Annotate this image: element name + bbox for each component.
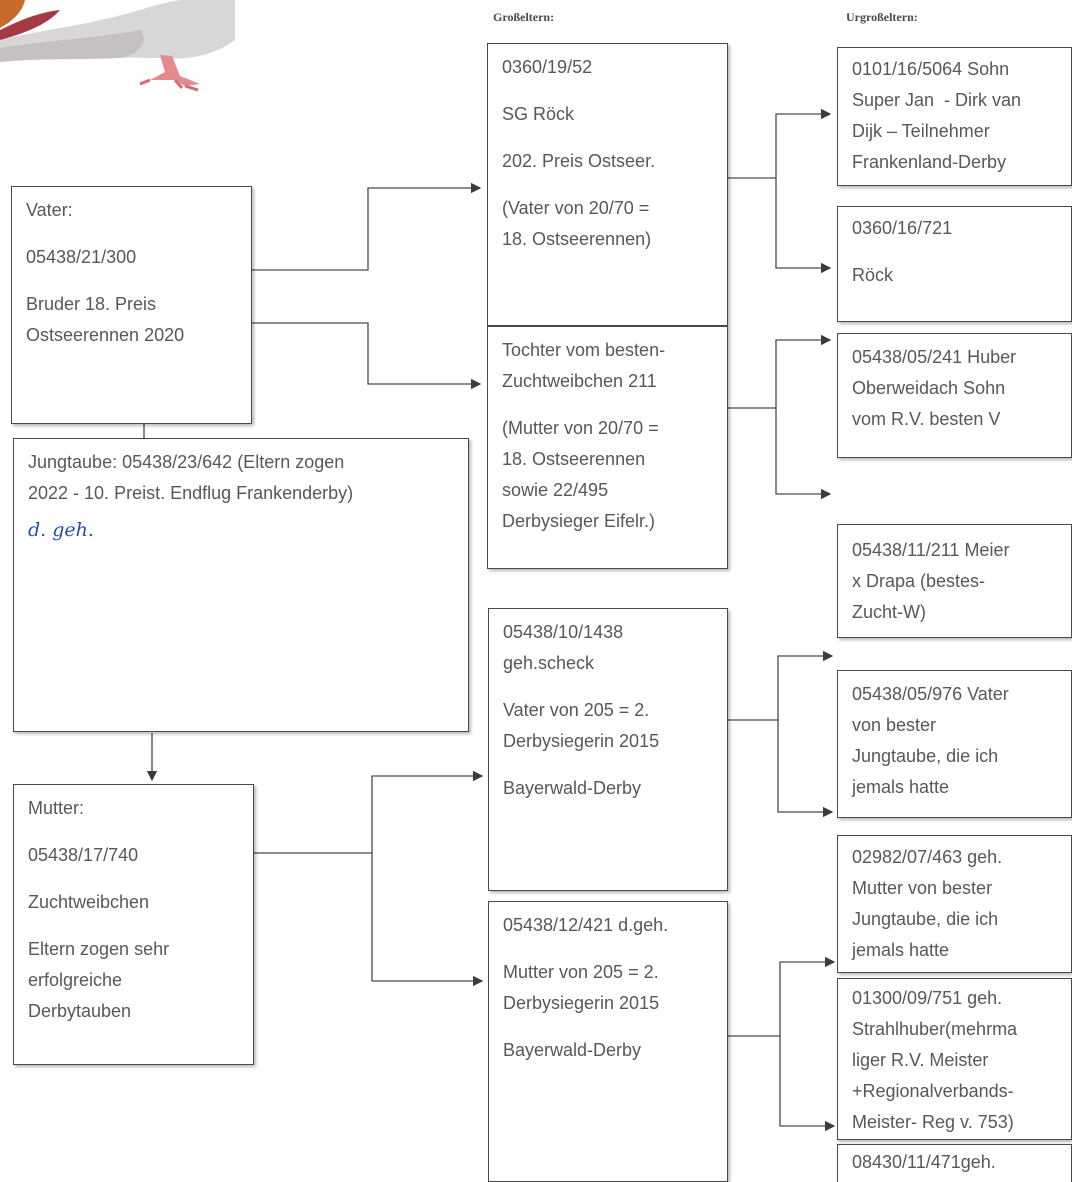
ggp-ring: 0360/16/721 bbox=[852, 218, 953, 238]
father-box: Vater: 05438/21/300 Bruder 18. Preis Ost… bbox=[11, 186, 252, 424]
young-pigeon-box: Jungtaube: 05438/23/642 (Eltern zogen 20… bbox=[13, 438, 469, 732]
ggp-line: Meister- Reg v. 753) bbox=[852, 1112, 1014, 1132]
ggp-line: Mutter von bester bbox=[852, 878, 993, 898]
gp-note-line: Derbysiegerin 2015 bbox=[503, 993, 660, 1013]
header-grandparents: Großeltern: bbox=[493, 10, 555, 24]
great-grandparent-box-7: 01300/09/751 geh. Strahlhuber(mehrma lig… bbox=[837, 978, 1072, 1140]
father-note-line: Ostseerennen 2020 bbox=[26, 325, 185, 345]
gp-note-line: 18. Ostseerennen bbox=[502, 449, 646, 469]
gp-line: geh.scheck bbox=[503, 653, 595, 673]
mother-note-line: erfolgreiche bbox=[28, 970, 123, 990]
great-grandparent-box-4: 05438/11/211 Meier x Drapa (bestes- Zuch… bbox=[837, 524, 1072, 638]
ggp-line: von bester bbox=[852, 715, 937, 735]
gp-note-line: (Vater von 20/70 = bbox=[502, 198, 650, 218]
gp-line: 05438/10/1438 bbox=[503, 622, 624, 642]
ggp-line: Jungtaube, die ich bbox=[852, 909, 999, 929]
gp-note-line: 18. Ostseerennen) bbox=[502, 229, 652, 249]
gp-ring: 0360/19/52 bbox=[502, 57, 593, 77]
great-grandparent-box-3: 05438/05/241 Huber Oberweidach Sohn vom … bbox=[837, 333, 1072, 458]
great-grandparent-box-8: 08430/11/471geh. bbox=[837, 1144, 1072, 1182]
ggp-line: Zucht-W) bbox=[852, 602, 926, 622]
great-grandparent-box-1: 0101/16/5064 Sohn Super Jan - Dirk van D… bbox=[837, 47, 1072, 186]
ggp-line: 08430/11/471geh. bbox=[852, 1152, 996, 1172]
gp-name: SG Röck bbox=[502, 104, 575, 124]
gp-note-line: Mutter von 205 = 2. bbox=[503, 962, 659, 982]
ggp-line: 05438/05/241 Huber bbox=[852, 347, 1017, 367]
ggp-line: Jungtaube, die ich bbox=[852, 746, 999, 766]
gp-note-line: Derbysieger Eifelr.) bbox=[502, 511, 656, 531]
gp-note-line: Derbysiegerin 2015 bbox=[503, 731, 660, 751]
great-grandparent-box-6: 02982/07/463 geh. Mutter von bester Jung… bbox=[837, 835, 1072, 973]
mother-box: Mutter: 05438/17/740 Zuchtweibchen Elter… bbox=[13, 784, 254, 1065]
ggp-line: Frankenland-Derby bbox=[852, 152, 1007, 172]
ggp-line: Oberweidach Sohn bbox=[852, 378, 1006, 398]
great-grandparent-box-2: 0360/16/721 Röck bbox=[837, 206, 1072, 322]
mother-note-line: Derbytauben bbox=[28, 1001, 132, 1021]
grandparent-box-3: 05438/10/1438 geh.scheck Vater von 205 =… bbox=[488, 608, 728, 891]
gp-result: 202. Preis Ostseer. bbox=[502, 151, 656, 171]
ggp-name: Röck bbox=[852, 265, 894, 285]
gp-line: Tochter vom besten- bbox=[502, 340, 666, 360]
ggp-line: 02982/07/463 geh. bbox=[852, 847, 1003, 867]
handwritten-note: d. geh. bbox=[28, 519, 94, 541]
ggp-line: Super Jan - Dirk van bbox=[852, 90, 1022, 110]
young-line: 2022 - 10. Preist. Endflug Frankenderby) bbox=[28, 483, 354, 503]
gp-note-line: Vater von 205 = 2. bbox=[503, 700, 650, 720]
mother-title: Zuchtweibchen bbox=[28, 892, 150, 912]
gp-note-line: sowie 22/495 bbox=[502, 480, 609, 500]
ggp-line: vom R.V. besten V bbox=[852, 409, 1001, 429]
great-grandparent-box-5: 05438/05/976 Vater von bester Jungtaube,… bbox=[837, 670, 1072, 818]
ggp-line: +Regionalverbands- bbox=[852, 1081, 1014, 1101]
ggp-line: x Drapa (bestes- bbox=[852, 571, 986, 591]
ggp-line: jemals hatte bbox=[852, 777, 950, 797]
pigeon-illustration bbox=[0, 0, 235, 92]
grandparent-box-4: 05438/12/421 d.geh. Mutter von 205 = 2. … bbox=[488, 901, 728, 1182]
ggp-line: 0101/16/5064 Sohn bbox=[852, 59, 1010, 79]
gp-race: Bayerwald-Derby bbox=[503, 778, 642, 798]
mother-ring: 05438/17/740 bbox=[28, 845, 139, 865]
gp-note-line: (Mutter von 20/70 = bbox=[502, 418, 659, 438]
grandparent-box-2: Tochter vom besten- Zuchtweibchen 211 (M… bbox=[487, 326, 728, 569]
gp-race: Bayerwald-Derby bbox=[503, 1040, 642, 1060]
ggp-line: 05438/05/976 Vater bbox=[852, 684, 1009, 704]
ggp-line: Dijk – Teilnehmer bbox=[852, 121, 990, 141]
father-label: Vater: bbox=[26, 200, 73, 220]
father-note-line: Bruder 18. Preis bbox=[26, 294, 157, 314]
ggp-line: Strahlhuber(mehrma bbox=[852, 1019, 1018, 1039]
grandparent-box-1: 0360/19/52 SG Röck 202. Preis Ostseer. (… bbox=[487, 43, 728, 326]
father-ring: 05438/21/300 bbox=[26, 247, 137, 267]
mother-label: Mutter: bbox=[28, 798, 85, 818]
gp-line: Zuchtweibchen 211 bbox=[502, 371, 657, 391]
header-great-grandparents: Urgroßeltern: bbox=[846, 10, 918, 24]
gp-ring: 05438/12/421 d.geh. bbox=[503, 915, 669, 935]
ggp-line: 01300/09/751 geh. bbox=[852, 988, 1003, 1008]
young-line: Jungtaube: 05438/23/642 (Eltern zogen bbox=[28, 452, 345, 472]
ggp-line: liger R.V. Meister bbox=[852, 1050, 989, 1070]
ggp-line: jemals hatte bbox=[852, 940, 950, 960]
ggp-line: 05438/11/211 Meier bbox=[852, 540, 1010, 560]
mother-note-line: Eltern zogen sehr bbox=[28, 939, 170, 959]
